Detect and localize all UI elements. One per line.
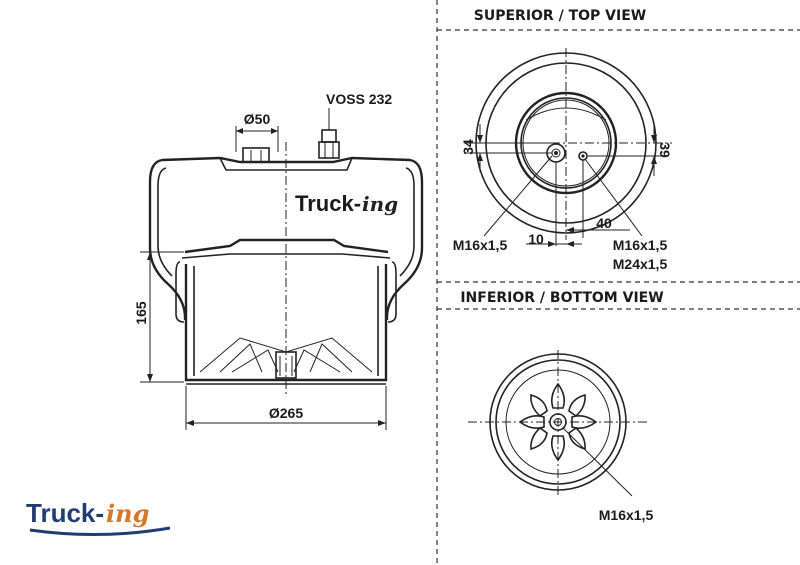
piston-ribs (518, 382, 598, 462)
height-label: 165 (133, 301, 149, 325)
top-thread-right-1: M16x1,5 (613, 237, 668, 253)
top-thread-right-2: M24x1,5 (613, 256, 668, 272)
top-dim-offset-small: 10 (528, 231, 544, 247)
valve-label: VOSS 232 (326, 91, 392, 107)
top-dim-right: 39 (657, 142, 673, 158)
logo-overlay-name: Truck- (295, 191, 361, 216)
brand-logo-suffix: ing (106, 499, 149, 528)
side-view (140, 108, 424, 430)
top-view-title: SUPERIOR / TOP VIEW (474, 8, 646, 24)
diameter-top-label: Ø50 (244, 111, 271, 127)
bottom-view-title: INFERIOR / BOTTOM VIEW (460, 290, 663, 306)
diameter-bottom-label: Ø265 (269, 405, 303, 421)
brand-logo-swoosh (29, 526, 171, 537)
top-dim-left: 34 (460, 139, 476, 155)
brand-logo: Truck- ing (26, 498, 171, 537)
logo-overlay: Truck- ing (295, 191, 398, 216)
top-view (466, 48, 672, 247)
top-thread-left: M16x1,5 (453, 237, 508, 253)
top-dim-offset: 40 (596, 215, 612, 231)
bottom-view (468, 350, 648, 497)
brand-logo-name: Truck- (26, 498, 104, 528)
logo-overlay-suffix: ing (362, 192, 398, 216)
bottom-thread: M16x1,5 (599, 507, 654, 523)
